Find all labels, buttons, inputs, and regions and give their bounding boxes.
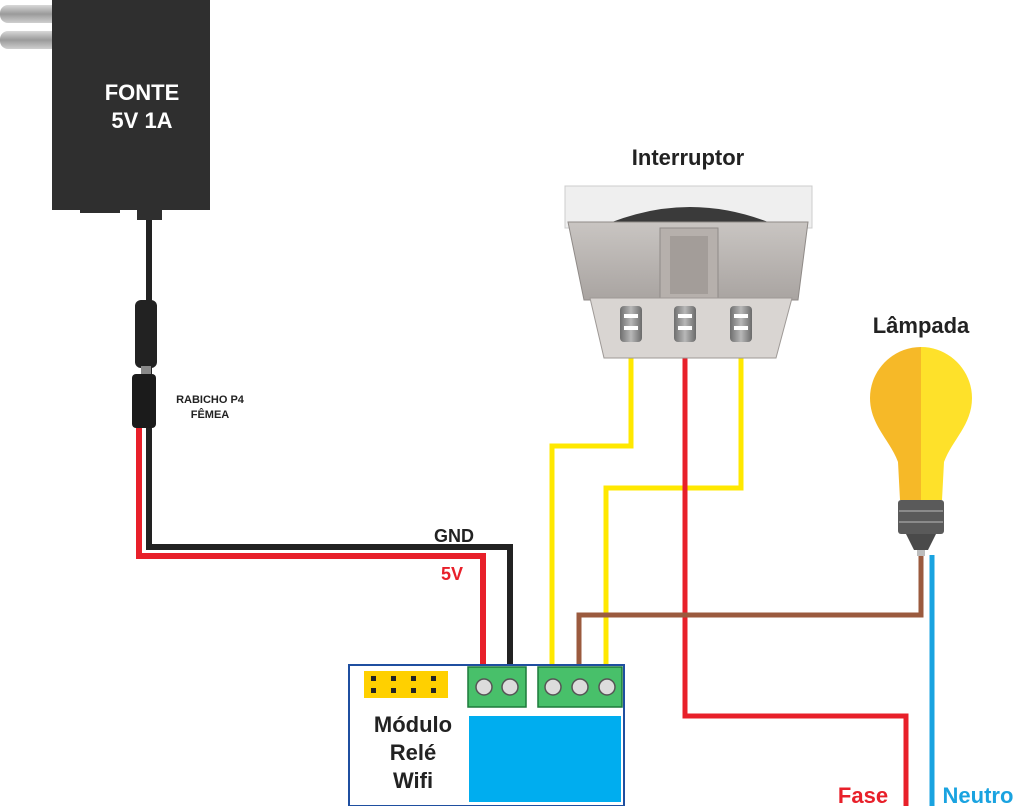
- p4-female-body: [132, 374, 156, 428]
- module-label-1: Módulo: [374, 712, 452, 737]
- module-label-3: Wifi: [393, 768, 433, 793]
- switch-wire-left: [549, 340, 634, 680]
- switch-terminal-left: [620, 306, 642, 342]
- p4-plug-body: [135, 300, 157, 368]
- power-supply-body: [52, 0, 210, 210]
- power-supply-label-2: 5V 1A: [111, 108, 172, 133]
- 5v-label: 5V: [441, 564, 463, 584]
- p4-label-1: RABICHO P4: [176, 394, 245, 406]
- p4-label-2: FÊMEA: [191, 408, 230, 421]
- terminal-5v-screw: [475, 678, 493, 696]
- relay-module: Módulo Relé Wifi: [348, 664, 625, 806]
- gnd-label: GND: [434, 526, 474, 546]
- lamp: Lâmpada: [870, 313, 972, 556]
- power-supply-label-1: FONTE: [105, 80, 180, 105]
- bulb-base: [898, 500, 944, 534]
- bulb-glass-left: [870, 347, 921, 500]
- 5v-wire: [136, 425, 486, 680]
- neutral-label: Neutro: [943, 783, 1014, 806]
- switch-terminal-block: [537, 666, 623, 708]
- terminal-screw-2: [571, 678, 589, 696]
- switch-terminal-right: [730, 306, 752, 342]
- switch-terminal-middle: [674, 306, 696, 342]
- lamp-wire: [576, 555, 924, 680]
- pin-header: [364, 671, 448, 698]
- switch-title: Interruptor: [632, 145, 745, 170]
- power-supply: FONTE 5V 1A: [0, 0, 210, 220]
- power-terminal-block: [467, 666, 527, 708]
- phase-label: Fase: [838, 783, 888, 806]
- wall-switch: Interruptor: [564, 145, 813, 359]
- p4-connector: RABICHO P4 FÊMEA: [132, 300, 245, 428]
- bulb-glass-right: [921, 347, 972, 500]
- lamp-title: Lâmpada: [873, 313, 970, 338]
- terminal-screw-3: [598, 678, 616, 696]
- terminal-screw-1: [544, 678, 562, 696]
- relay-component: [469, 716, 621, 802]
- module-label-2: Relé: [390, 740, 436, 765]
- phase-wire: [682, 340, 909, 806]
- switch-wire-right: [603, 340, 744, 680]
- terminal-gnd-screw: [501, 678, 519, 696]
- gnd-wire: [146, 205, 513, 680]
